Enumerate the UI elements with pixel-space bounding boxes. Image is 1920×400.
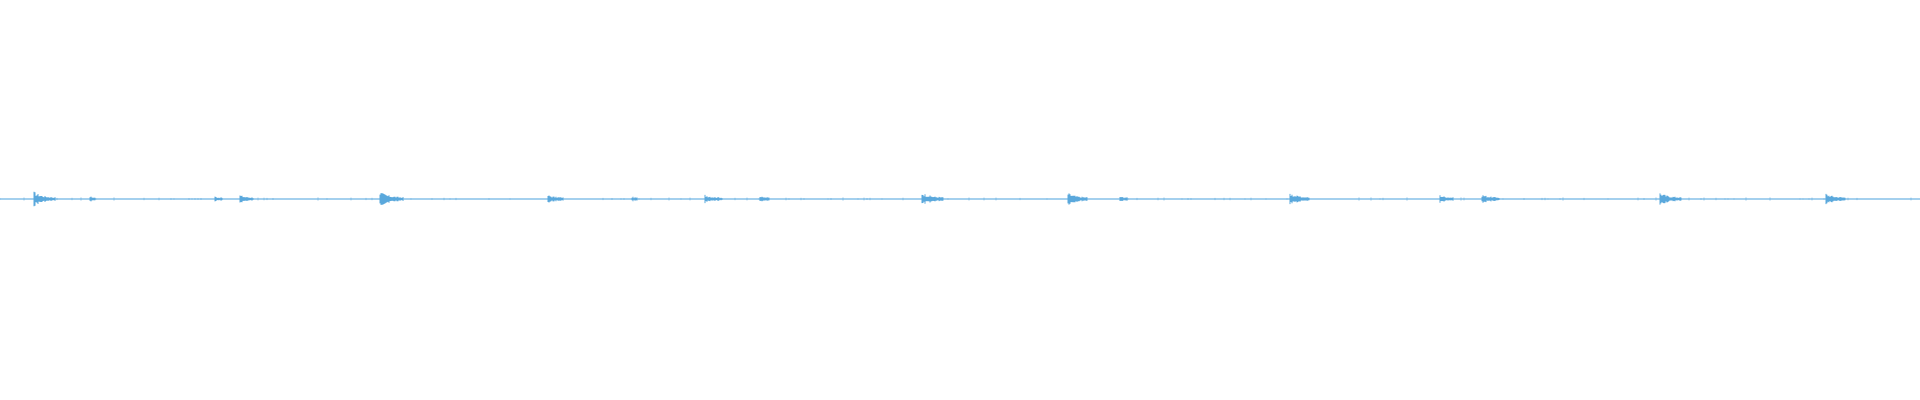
waveform-burst: [704, 194, 723, 204]
waveform-burst: [1289, 193, 1310, 205]
waveform-burst: [379, 193, 404, 205]
waveform-burst: [1439, 195, 1454, 203]
waveform-burst: [214, 196, 223, 202]
waveform-burst: [1825, 193, 1846, 205]
waveform-burst: [1481, 195, 1500, 203]
waveform-burst: [1067, 193, 1088, 205]
waveform-burst: [89, 196, 96, 202]
waveform-noise: [0, 197, 1912, 201]
waveform-bursts: [0, 191, 1912, 207]
